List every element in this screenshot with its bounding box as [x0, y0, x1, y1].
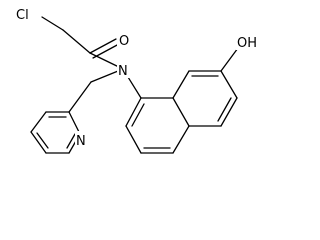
atom-label-amide-n: N — [118, 64, 128, 79]
bond-py-c5-c4 — [30, 131, 47, 154]
bond-carbonyl-o-2 — [92, 43, 120, 59]
chemical-structure: Cl O N N OH — [16, 8, 258, 154]
bond-naph-c8a-c4a — [172, 97, 190, 127]
bond-naph-c8a-c8 — [172, 70, 190, 99]
bond-naph-c7-c6 — [220, 70, 238, 99]
bond-cl-ch2 — [41, 16, 64, 31]
bond-ch2-pyridine — [68, 81, 92, 113]
bond-py-double-2 — [36, 132, 49, 149]
bond-naph-c4a-c4 — [172, 125, 190, 154]
bond-naph-c2-c1 — [125, 97, 142, 127]
bond-py-double-3 — [66, 133, 76, 149]
bond-naph-c3-c2 — [125, 125, 142, 154]
bond-naph-a-double-1 — [131, 103, 145, 127]
atom-label-carbonyl-o: O — [119, 34, 129, 49]
bond-ch2-carbonyl — [62, 29, 91, 54]
bond-py-c2-n — [68, 111, 81, 135]
atom-label-oh: OH — [237, 36, 257, 51]
bond-py-c4-c3 — [30, 111, 47, 133]
atom-label-cl: Cl — [16, 8, 29, 23]
bond-naph-b-double-2 — [217, 97, 232, 122]
bond-carbonyl-o-1 — [89, 38, 117, 54]
bond-c7-oh — [220, 47, 239, 72]
bond-naph-c6-c5 — [220, 97, 238, 127]
atom-label-pyridine-n: N — [76, 134, 86, 149]
